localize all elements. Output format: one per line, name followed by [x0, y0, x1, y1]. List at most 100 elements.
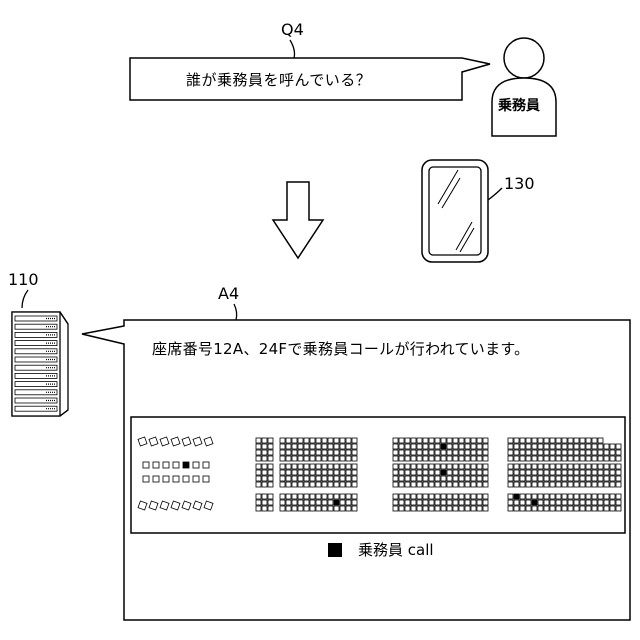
seat [393, 500, 398, 505]
seat [556, 444, 561, 449]
seat [399, 438, 404, 443]
seat [465, 464, 470, 469]
seat [562, 456, 567, 461]
seat [544, 450, 549, 455]
seat [334, 450, 339, 455]
seat [574, 476, 579, 481]
seat [310, 456, 315, 461]
seat [328, 470, 333, 475]
seat [405, 470, 410, 475]
seat [574, 482, 579, 487]
seat [483, 476, 488, 481]
seat [405, 450, 410, 455]
seat [483, 506, 488, 511]
seat [441, 464, 446, 469]
seat [286, 482, 291, 487]
seat [310, 506, 315, 511]
seat [453, 476, 458, 481]
seat [286, 438, 291, 443]
seat [532, 450, 537, 455]
seat [592, 444, 597, 449]
seat [483, 450, 488, 455]
seat [292, 456, 297, 461]
seat [322, 438, 327, 443]
seat [483, 494, 488, 499]
seat [429, 476, 434, 481]
seat [262, 450, 267, 455]
seat [598, 500, 603, 505]
seat [459, 476, 464, 481]
seat [574, 470, 579, 475]
seat [268, 456, 273, 461]
seat [268, 470, 273, 475]
seat [286, 450, 291, 455]
seat [340, 444, 345, 449]
seat [405, 482, 410, 487]
seat [610, 476, 615, 481]
seat [334, 476, 339, 481]
seat [562, 438, 567, 443]
seat [556, 438, 561, 443]
seat [435, 482, 440, 487]
seat [453, 482, 458, 487]
seat [316, 470, 321, 475]
seat [616, 470, 621, 475]
seat [544, 476, 549, 481]
seat [556, 456, 561, 461]
seat [399, 494, 404, 499]
seat [292, 500, 297, 505]
seat [604, 456, 609, 461]
seat [298, 450, 303, 455]
seat [592, 506, 597, 511]
seat [544, 470, 549, 475]
seat [550, 506, 555, 511]
seat [610, 464, 615, 469]
seat [328, 444, 333, 449]
seat [262, 494, 267, 499]
seat [580, 494, 585, 499]
seat [340, 456, 345, 461]
seat [447, 476, 452, 481]
seat [532, 456, 537, 461]
seat [173, 462, 179, 468]
seat [544, 444, 549, 449]
seat [256, 438, 261, 443]
seat [610, 470, 615, 475]
seat [411, 470, 416, 475]
seat [532, 444, 537, 449]
answer-ref-label: A4 [218, 286, 239, 302]
seat [538, 506, 543, 511]
seat [598, 450, 603, 455]
seat [429, 464, 434, 469]
seat [526, 444, 531, 449]
seat [352, 494, 357, 499]
seat [520, 470, 525, 475]
seat [526, 500, 531, 505]
seat [268, 444, 273, 449]
seat [532, 482, 537, 487]
seat [447, 482, 452, 487]
seat [399, 482, 404, 487]
seat [417, 444, 422, 449]
seat [262, 444, 267, 449]
seat [435, 494, 440, 499]
seat [423, 482, 428, 487]
seat [592, 450, 597, 455]
seat [417, 494, 422, 499]
seat [550, 476, 555, 481]
seat [304, 438, 309, 443]
seat [405, 456, 410, 461]
seat [405, 494, 410, 499]
seat [435, 506, 440, 511]
crew-label: 乗務員 [498, 98, 540, 114]
seat [574, 456, 579, 461]
seat [514, 470, 519, 475]
seat [520, 482, 525, 487]
seat [616, 506, 621, 511]
seat [610, 500, 615, 505]
seat [574, 500, 579, 505]
seat [568, 464, 573, 469]
seat [459, 500, 464, 505]
seat [256, 494, 261, 499]
seat [616, 482, 621, 487]
